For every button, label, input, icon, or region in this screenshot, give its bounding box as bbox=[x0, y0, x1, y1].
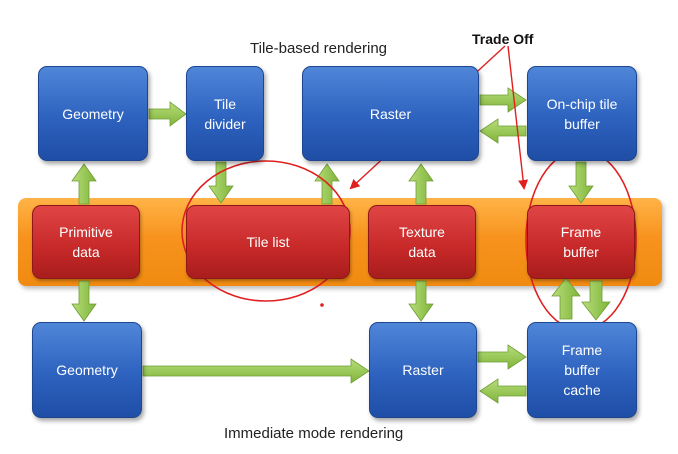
box-onchip-tile-buffer: On-chip tile buffer bbox=[527, 66, 637, 161]
arrow-texture-to-raster-bottom bbox=[408, 280, 434, 322]
box-tile-list: Tile list bbox=[186, 205, 350, 279]
arrow-onchip-to-frame-buffer bbox=[568, 161, 594, 204]
red-dot bbox=[320, 303, 324, 307]
arrow-tile-list-to-raster bbox=[314, 163, 340, 205]
caption-immediate-mode: Immediate mode rendering bbox=[224, 425, 404, 442]
box-raster-top: Raster bbox=[302, 66, 479, 161]
box-frame-buffer-cache: Frame buffer cache bbox=[527, 322, 637, 418]
highlight-ellipse-tile-list bbox=[181, 160, 351, 302]
box-frame-buffer: Frame buffer bbox=[527, 205, 635, 279]
trade-off-arrow-right bbox=[507, 45, 529, 190]
arrow-onchip-to-raster bbox=[479, 118, 527, 144]
arrow-frame-buffer-to-fb-cache bbox=[581, 280, 611, 321]
box-primitive-data: Primitive data bbox=[32, 205, 140, 279]
arrow-primitive-to-geometry-bottom bbox=[71, 280, 97, 322]
caption-trade-off: Trade Off bbox=[472, 31, 534, 47]
arrow-primitive-to-geometry bbox=[71, 163, 97, 205]
arrow-geometry-to-tile-divider bbox=[148, 101, 187, 127]
arrow-raster-to-onchip bbox=[479, 87, 527, 113]
box-geometry-bottom: Geometry bbox=[32, 322, 142, 418]
arrow-geometry-to-raster-bottom bbox=[142, 358, 370, 384]
box-geometry-top: Geometry bbox=[38, 66, 148, 161]
caption-tile-based: Tile-based rendering bbox=[250, 40, 388, 57]
arrow-tile-divider-to-tile-list bbox=[208, 161, 234, 204]
arrow-fb-cache-to-raster bbox=[479, 378, 527, 404]
box-texture-data: Texture data bbox=[368, 205, 476, 279]
box-tile-divider: Tile divider bbox=[186, 66, 264, 161]
arrow-raster-to-fb-cache bbox=[477, 344, 527, 370]
arrow-texture-to-raster bbox=[408, 163, 434, 205]
arrow-fb-cache-to-frame-buffer bbox=[551, 277, 581, 320]
box-raster-bottom: Raster bbox=[369, 322, 477, 418]
